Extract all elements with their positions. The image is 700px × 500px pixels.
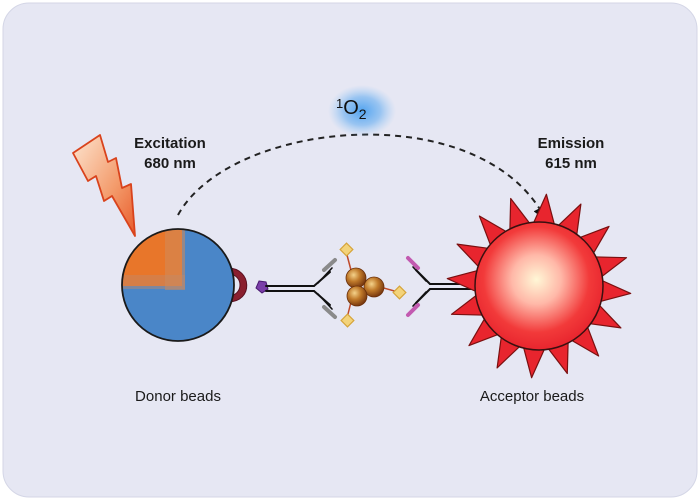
acceptor-beads-label: Acceptor beads: [480, 388, 584, 405]
singlet-oxygen-superscript: 1: [336, 96, 343, 111]
singlet-oxygen-symbol: O: [343, 97, 359, 119]
left-antibody: [265, 258, 337, 319]
emission-wavelength: 615 nm: [545, 155, 597, 172]
singlet-oxygen-subscript: 2: [359, 106, 367, 122]
donor-bead: [121, 228, 235, 342]
excitation-title: Excitation: [134, 135, 206, 152]
svg-text:1O2: 1O2: [336, 96, 367, 122]
analyte-complex: [339, 242, 407, 328]
singlet-oxygen-glow-icon: [328, 85, 396, 137]
acceptor-bead: [446, 193, 632, 379]
donor-beads-label: Donor beads: [135, 388, 221, 405]
lightning-bolt-icon: [72, 134, 136, 237]
emission-title: Emission: [538, 135, 605, 152]
excitation-wavelength: 680 nm: [144, 155, 196, 172]
